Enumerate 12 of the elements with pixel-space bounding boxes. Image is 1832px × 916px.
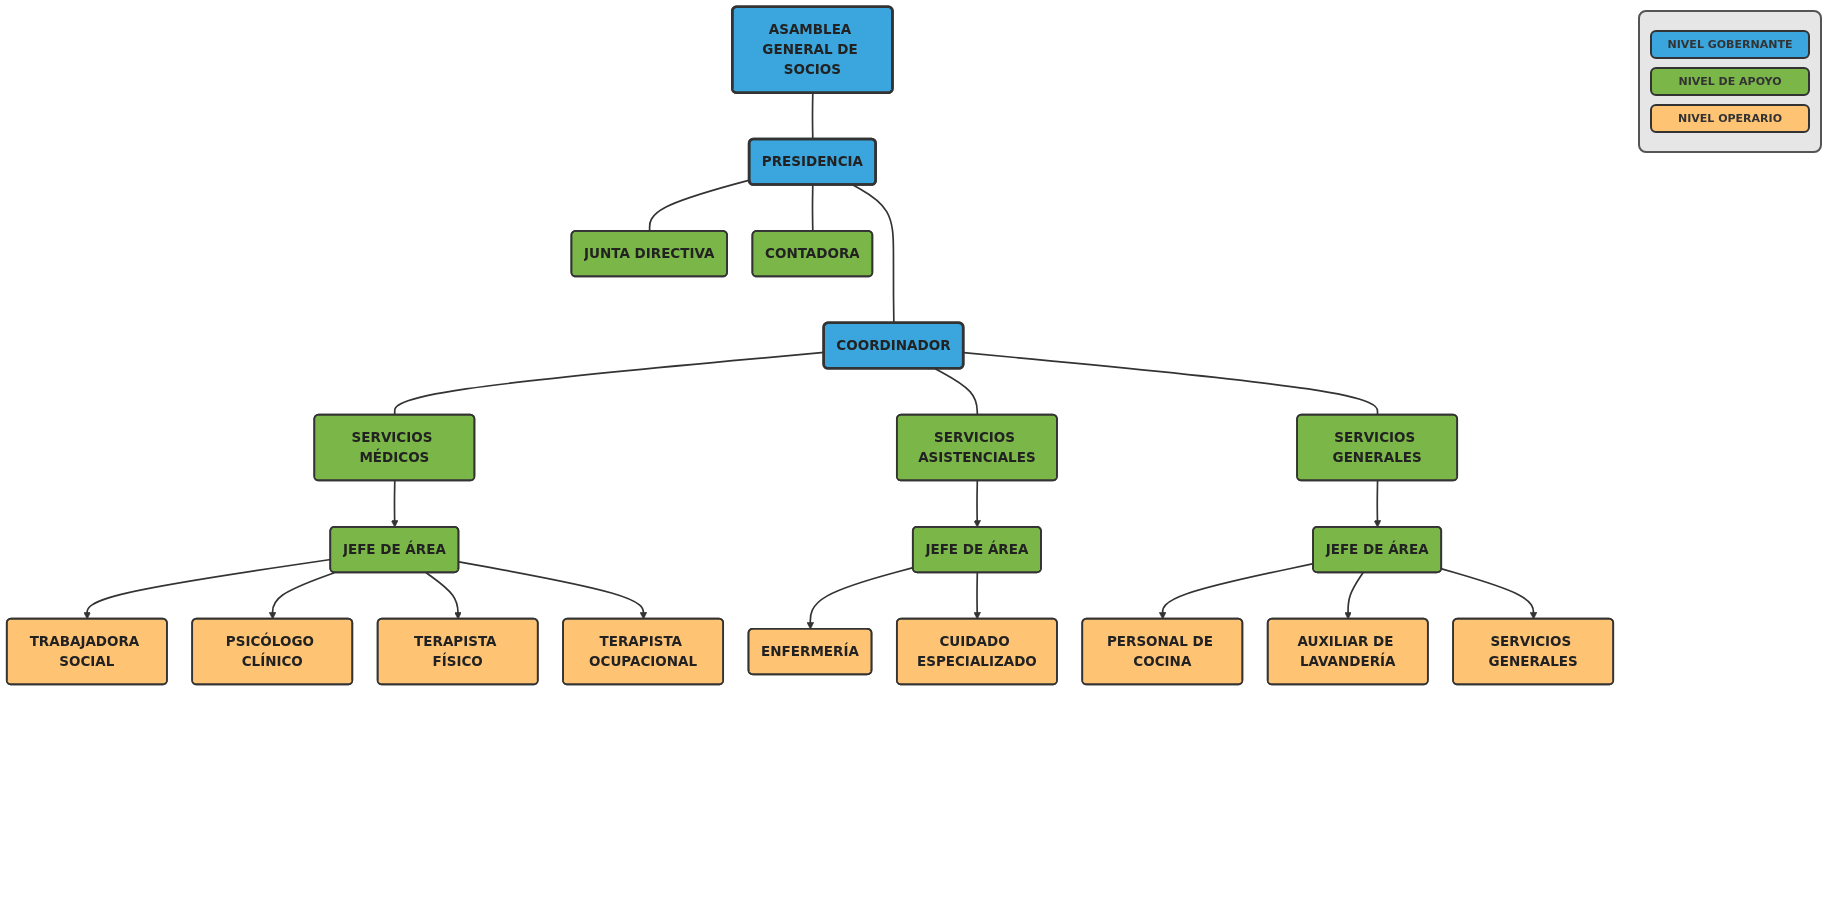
arrow xyxy=(458,560,648,620)
legend-item: NIVEL DE APOYO xyxy=(1650,67,1810,96)
arrow xyxy=(1373,480,1382,528)
legend-item: NIVEL OPERARIO xyxy=(1650,104,1810,133)
arrow xyxy=(1440,568,1538,620)
arrow xyxy=(1344,571,1364,620)
arrow xyxy=(390,480,399,528)
legend-item: NIVEL GOBERNANTE xyxy=(1650,30,1810,59)
arrow xyxy=(973,480,981,528)
arrow xyxy=(425,571,462,620)
arrow xyxy=(268,571,336,620)
arrow xyxy=(973,571,981,620)
